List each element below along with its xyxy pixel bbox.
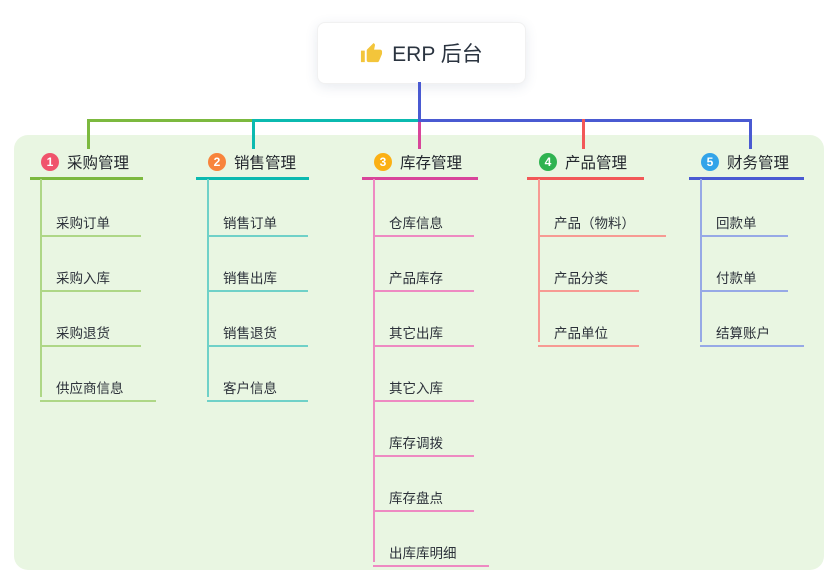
leaf-node-sales-outbound[interactable]: 销售出库	[207, 259, 308, 292]
branch-node-sales[interactable]: 2 销售管理	[208, 150, 296, 174]
leaf-node-other-inbound[interactable]: 其它入库	[373, 369, 474, 402]
leaf-label: 回款单	[716, 215, 757, 231]
leaf-node-stock-count[interactable]: 库存盘点	[373, 479, 474, 512]
leaf-node-warehouse-info[interactable]: 仓库信息	[373, 204, 474, 237]
branch-label: 销售管理	[234, 155, 297, 172]
leaf-node-sales-order[interactable]: 销售订单	[207, 204, 308, 237]
leaf-node-outbound-detail[interactable]: 出库库明细	[373, 534, 489, 567]
branch-number-badge: 5	[701, 153, 719, 171]
leaf-label: 结算账户	[716, 325, 770, 341]
leaf-label: 其它入库	[389, 380, 443, 396]
leaf-label: 产品分类	[554, 270, 608, 286]
leaf-label: 采购退货	[56, 325, 110, 341]
leaf-label: 供应商信息	[56, 380, 124, 396]
leaf-label: 其它出库	[389, 325, 443, 341]
branch-spine	[700, 179, 702, 342]
leaf-node-purchase-return[interactable]: 采购退货	[40, 314, 141, 347]
leaf-node-purchase-inbound[interactable]: 采购入库	[40, 259, 141, 292]
connector-drop-branch3	[418, 122, 421, 149]
branch-spine	[207, 179, 209, 397]
leaf-label: 仓库信息	[389, 215, 443, 231]
branch-node-purchase[interactable]: 1 采购管理	[41, 150, 129, 174]
connector-horizontal-branch1	[87, 119, 253, 122]
leaf-label: 客户信息	[223, 380, 277, 396]
leaf-node-payment-bill[interactable]: 付款单	[700, 259, 788, 292]
connector-horizontal-branch2	[252, 119, 418, 122]
root-node-erp[interactable]: ERP 后台	[317, 22, 526, 84]
connector-drop-branch5	[749, 119, 752, 149]
branch-spine	[373, 179, 375, 562]
thumbs-up-icon	[361, 42, 383, 62]
leaf-node-product-stock[interactable]: 产品库存	[373, 259, 474, 292]
branch-underline	[362, 177, 478, 180]
root-node-label: ERP 后台	[392, 43, 483, 66]
branch-spine	[538, 179, 540, 342]
branch-node-product[interactable]: 4 产品管理	[539, 150, 627, 174]
leaf-node-supplier-info[interactable]: 供应商信息	[40, 369, 156, 402]
branch-node-finance[interactable]: 5 财务管理	[701, 150, 789, 174]
leaf-node-product-category[interactable]: 产品分类	[538, 259, 639, 292]
connector-root-stem	[418, 82, 421, 120]
leaf-node-purchase-order[interactable]: 采购订单	[40, 204, 141, 237]
leaf-label: 采购订单	[56, 215, 110, 231]
leaf-node-other-outbound[interactable]: 其它出库	[373, 314, 474, 347]
branch-underline	[689, 177, 804, 180]
leaf-label: 库存调拨	[389, 435, 443, 451]
leaf-label: 产品库存	[389, 270, 443, 286]
leaf-label: 产品（物料）	[554, 215, 635, 231]
branch-number-badge: 4	[539, 153, 557, 171]
leaf-node-settlement-account[interactable]: 结算账户	[700, 314, 804, 347]
leaf-label: 付款单	[716, 270, 757, 286]
branch-number-badge: 3	[374, 153, 392, 171]
branch-label: 财务管理	[727, 155, 790, 172]
leaf-label: 出库库明细	[389, 545, 457, 561]
leaf-node-product-unit[interactable]: 产品单位	[538, 314, 639, 347]
connector-horizontal-branch5	[418, 119, 752, 122]
branch-spine	[40, 179, 42, 397]
branch-label: 库存管理	[400, 155, 463, 172]
branch-node-inventory[interactable]: 3 库存管理	[374, 150, 462, 174]
leaf-label: 销售退货	[223, 325, 277, 341]
leaf-node-receipt-bill[interactable]: 回款单	[700, 204, 788, 237]
branch-label: 采购管理	[67, 155, 130, 172]
leaf-node-stock-transfer[interactable]: 库存调拨	[373, 424, 474, 457]
branch-label: 产品管理	[565, 155, 628, 172]
leaf-label: 采购入库	[56, 270, 110, 286]
connector-drop-branch2	[252, 119, 255, 149]
leaf-label: 销售订单	[223, 215, 277, 231]
branch-underline	[196, 177, 309, 180]
branch-underline	[30, 177, 143, 180]
leaf-node-customer-info[interactable]: 客户信息	[207, 369, 308, 402]
connector-drop-branch1	[87, 119, 90, 149]
branches-background-panel	[14, 135, 824, 570]
connector-drop-branch4	[582, 119, 585, 149]
leaf-label: 销售出库	[223, 270, 277, 286]
leaf-node-product-material[interactable]: 产品（物料）	[538, 204, 666, 237]
leaf-label: 库存盘点	[389, 490, 443, 506]
leaf-label: 产品单位	[554, 325, 608, 341]
branch-number-badge: 1	[41, 153, 59, 171]
leaf-node-sales-return[interactable]: 销售退货	[207, 314, 308, 347]
branch-underline	[527, 177, 644, 180]
branch-number-badge: 2	[208, 153, 226, 171]
